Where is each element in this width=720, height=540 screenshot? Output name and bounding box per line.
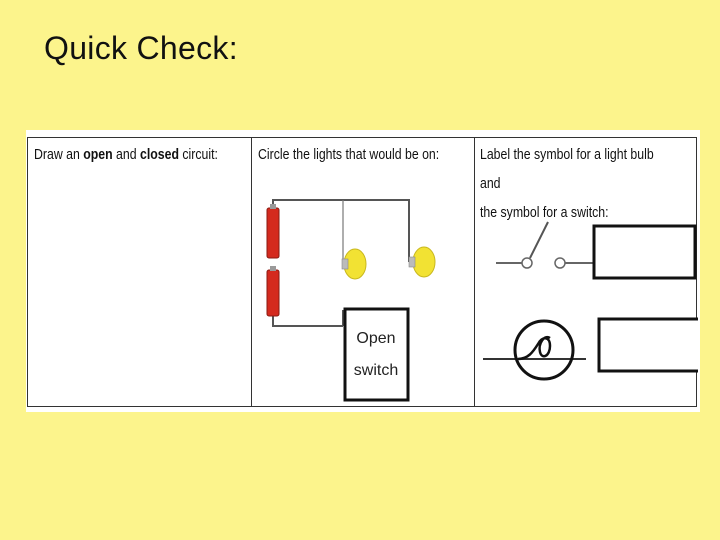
prompt-label-symbols: Label the symbol for a light bulb and th…: [480, 146, 654, 221]
worksheet-drawings: Open switch: [266, 199, 698, 402]
slide-title: Quick Check:: [44, 30, 238, 66]
switch-label-answer-box[interactable]: [592, 224, 697, 280]
open-switch-box: [343, 307, 410, 402]
prompt-circle-lights: Circle the lights that would be on:: [258, 146, 440, 163]
circuit-diagram: Open switch: [266, 199, 436, 402]
battery-icon: [266, 266, 280, 317]
light-bulb-icon: [408, 246, 436, 278]
column-divider: [474, 138, 475, 406]
open-switch-label: Open: [356, 330, 395, 347]
circuit-wire-bottom: [272, 316, 343, 327]
light-bulb-symbol-icon: [483, 319, 586, 381]
worksheet-image: Draw an open and closed circuit: Circle …: [26, 130, 700, 412]
prompt-draw-circuit: Draw an open and closed circuit:: [34, 146, 218, 163]
switch-symbol-icon: [496, 221, 593, 269]
battery-icon: [266, 204, 280, 259]
open-switch-label: switch: [354, 362, 398, 379]
circuit-wire-top: [272, 199, 410, 262]
light-bulb-icon: [341, 248, 367, 280]
column-divider: [251, 138, 252, 406]
worksheet-table: Draw an open and closed circuit: Circle …: [27, 137, 698, 407]
bulb-label-answer-box[interactable]: [597, 317, 698, 373]
